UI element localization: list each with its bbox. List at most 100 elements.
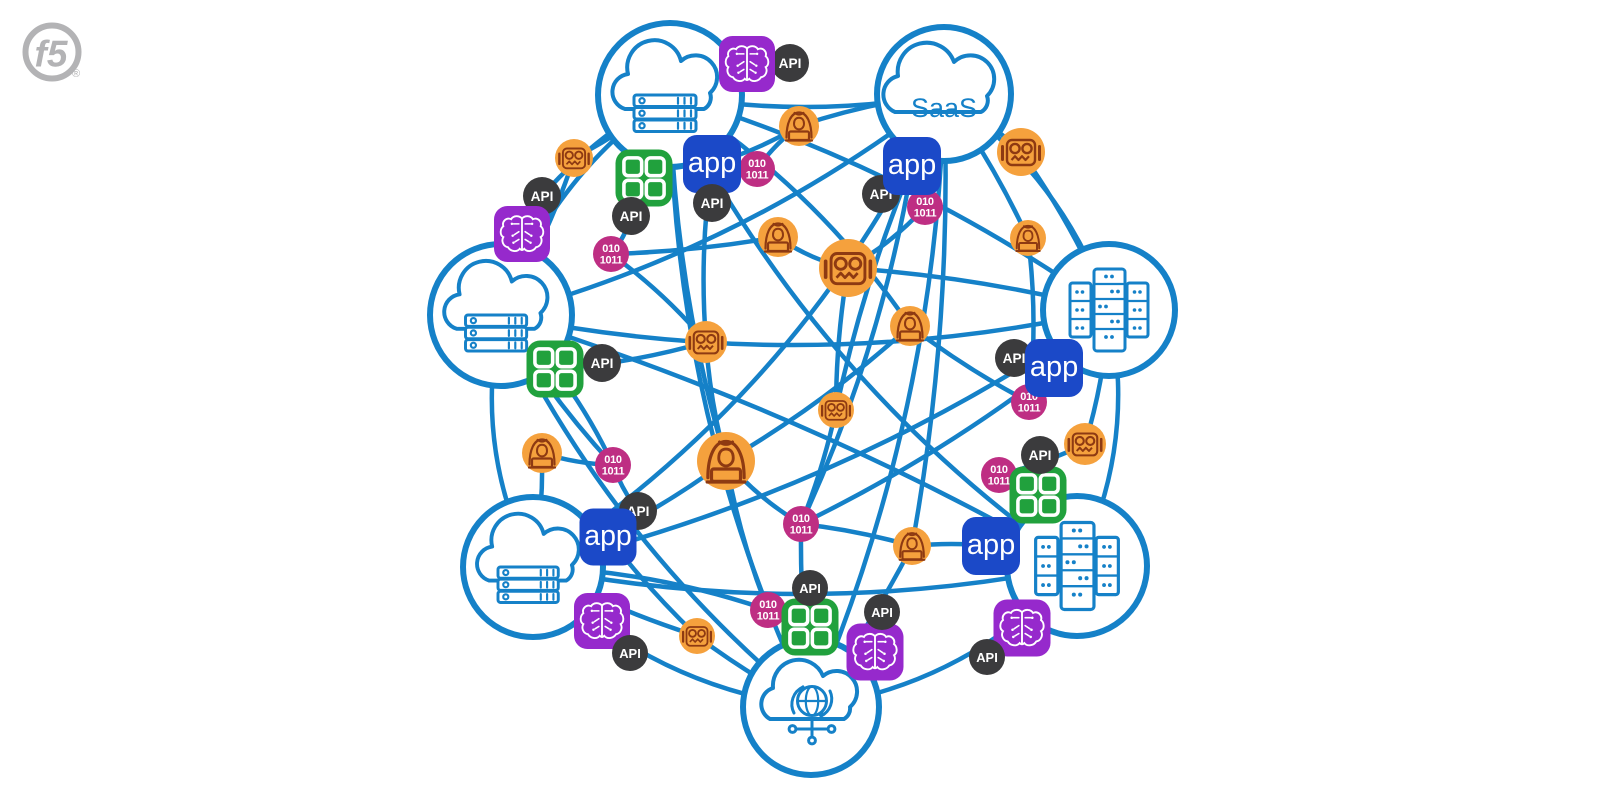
- bot-5-bot-badge: [818, 392, 854, 428]
- binary-line-2: 1011: [757, 610, 780, 622]
- binary-line-1: 010: [990, 464, 1008, 476]
- bot-3-bot-badge: [819, 239, 877, 297]
- binary-line-2: 1011: [600, 254, 623, 266]
- bot-circle: [997, 128, 1045, 176]
- app-tile: [962, 517, 1020, 575]
- api-13-api-badge: API: [969, 639, 1005, 675]
- api-circle: [864, 594, 900, 630]
- api-label: API: [871, 605, 893, 620]
- binary-line-1: 010: [604, 454, 622, 466]
- app-5-app-badge: app: [579, 508, 637, 566]
- bot-2-bot-badge: [997, 128, 1045, 176]
- grid-tile: [526, 340, 584, 398]
- hk-6-hacker-badge: [522, 433, 562, 473]
- api-label: API: [870, 187, 893, 202]
- binary-line-1: 010: [916, 196, 934, 208]
- binary-line-1: 010: [759, 599, 777, 611]
- binary-circle: [593, 236, 629, 272]
- binary-circle: [739, 151, 775, 187]
- binary-circle: [750, 592, 786, 628]
- api-10-api-badge: API: [612, 635, 648, 671]
- api-3-api-badge: API: [612, 197, 650, 235]
- ai-4-ai-badge: [846, 623, 904, 681]
- api-circle: [995, 339, 1033, 377]
- app-tile: [683, 135, 741, 193]
- api-label: API: [779, 56, 802, 71]
- api-circle: [969, 639, 1005, 675]
- api-12-api-badge: API: [864, 594, 900, 630]
- connection-line: [498, 307, 1112, 348]
- bot-circle: [819, 239, 877, 297]
- app-3-app-badge: app: [1025, 339, 1083, 397]
- app-label: app: [967, 529, 1015, 561]
- app-tile: [883, 137, 941, 195]
- binary-line-2: 1011: [914, 207, 937, 219]
- api-label: API: [591, 356, 614, 371]
- api-label: API: [976, 650, 998, 665]
- hk-5-hacker-badge: [697, 432, 755, 490]
- f5-logo: f5 ®: [22, 22, 82, 82]
- binary-line-2: 1011: [746, 169, 769, 181]
- f5-logo-ball: [22, 22, 82, 82]
- grid-1-grid-badge: [615, 149, 673, 207]
- api-1-api-badge: API: [771, 44, 809, 82]
- hk-2-hacker-badge: [758, 217, 798, 257]
- api-11-api-badge: API: [792, 570, 828, 606]
- binary-line-1: 010: [748, 158, 766, 170]
- api-circle: [693, 184, 731, 222]
- binary-line-2: 1011: [1018, 402, 1041, 414]
- hk-4-hacker-badge: [890, 306, 930, 346]
- api-2-api-badge: API: [693, 184, 731, 222]
- bot-circle: [1064, 423, 1106, 465]
- hub-saas: SaaS: [874, 24, 1014, 164]
- api-label: API: [531, 189, 554, 204]
- hk-1-hacker-badge: [779, 106, 819, 146]
- binary-line-1: 010: [792, 513, 810, 525]
- api-label: API: [799, 581, 821, 596]
- grid-tile: [781, 598, 839, 656]
- api-7-api-badge: API: [995, 339, 1033, 377]
- app-label: app: [584, 520, 632, 552]
- grid-tile: [615, 149, 673, 207]
- bot-circle: [555, 139, 593, 177]
- grid-2-grid-badge: [526, 340, 584, 398]
- bot-7-bot-badge: [1064, 423, 1106, 465]
- app-1-app-badge: app: [683, 135, 741, 193]
- api-label: API: [1029, 448, 1052, 463]
- api-circle: [612, 635, 648, 671]
- app-tile: [1025, 339, 1083, 397]
- api-label: API: [701, 196, 724, 211]
- hk-7-hacker-badge: [893, 527, 931, 565]
- ai-5-ai-badge: [993, 599, 1051, 657]
- binary-line-2: 1011: [988, 475, 1011, 487]
- api-8-api-badge: API: [1021, 436, 1059, 474]
- hk-3-hacker-badge: [1010, 220, 1046, 256]
- grid-tile: [1009, 466, 1067, 524]
- binary-circle: [783, 506, 819, 542]
- api-label: API: [620, 209, 643, 224]
- registered-mark: ®: [72, 68, 80, 80]
- api-circle: [771, 44, 809, 82]
- app-tile: [579, 508, 637, 566]
- ai-2-ai-badge: [494, 206, 550, 262]
- binary-line-1: 010: [602, 243, 620, 255]
- f5-logo-text: f5: [35, 34, 69, 75]
- hub-cloud-bottom-left: [460, 494, 606, 640]
- grid-4-grid-badge: [1009, 466, 1067, 524]
- api-circle: [583, 344, 621, 382]
- bot-circle: [818, 392, 854, 428]
- api-circle: [1021, 436, 1059, 474]
- bot-4-bot-badge: [685, 321, 727, 363]
- api-circle: [523, 177, 561, 215]
- api-label: API: [619, 646, 641, 661]
- api-label: API: [1003, 351, 1026, 366]
- saas-label: SaaS: [911, 93, 977, 123]
